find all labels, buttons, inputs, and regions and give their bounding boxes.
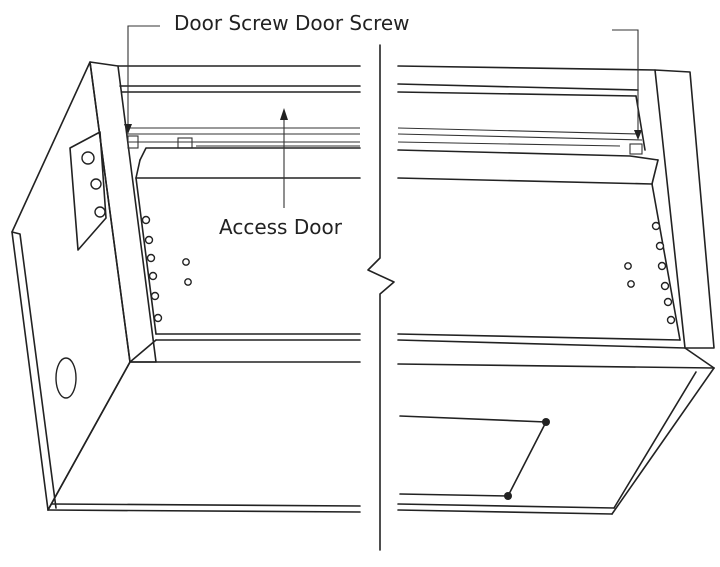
- leader-lines: [124, 25, 642, 208]
- door-screw-callout: Door Screw Door Screw: [172, 11, 412, 35]
- bottom-plate: [399, 415, 547, 497]
- access-door-panel: [135, 147, 681, 341]
- door-screw-leader-left: [127, 25, 160, 130]
- bottom-ledge: [129, 339, 715, 369]
- right-flange: [654, 69, 715, 349]
- door-screw-leader-right: [612, 29, 639, 136]
- top-rails: [117, 65, 656, 155]
- break-line: [361, 40, 397, 551]
- lower-box: [47, 361, 715, 515]
- knockout-hole: [55, 357, 77, 399]
- left-side-panel: [11, 61, 131, 511]
- access-door-callout: Access Door: [217, 215, 344, 239]
